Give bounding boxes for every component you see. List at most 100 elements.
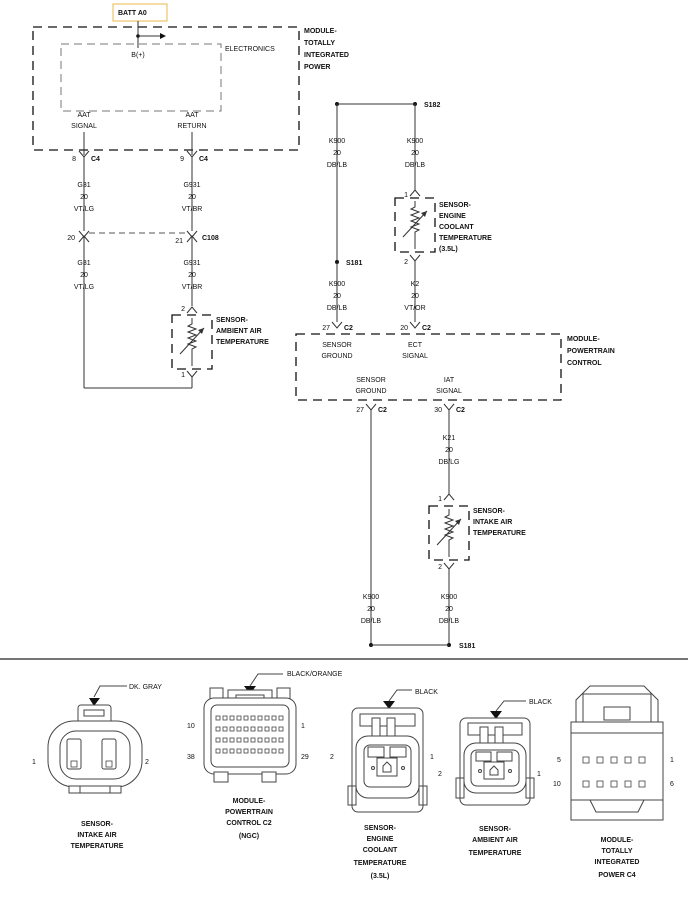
g931-a-line2: 20	[188, 194, 196, 201]
tipm-title-4: POWER	[304, 64, 330, 71]
pcm-iat-signal-2: SIGNAL	[436, 388, 462, 395]
connector-pin	[250, 748, 256, 754]
c108-left-pin: 20	[67, 235, 75, 242]
conn-tipm-pin-top-left: 5	[557, 757, 561, 764]
arrow-right-icon	[160, 33, 166, 39]
connector-pin	[222, 748, 228, 754]
pcm-sensor-ground-bot-2: GROUND	[355, 388, 386, 395]
conn-ect-caption-3: COOLANT	[363, 847, 398, 854]
conn-ect-caption-1: SENSOR-	[364, 825, 397, 832]
k900-mid-1: K900	[329, 281, 345, 288]
bplus-label: B(+)	[131, 52, 144, 59]
connector-pin	[271, 726, 277, 732]
conn-aat-caption-2: AMBIENT AIR	[472, 837, 518, 844]
iat-sensor-bot-pin: 2	[438, 564, 442, 571]
connector-pin	[236, 748, 242, 754]
conn-ect-caption-4: TEMPERATURE	[354, 860, 407, 867]
connector-pin	[638, 780, 646, 788]
connector-pin	[582, 756, 590, 764]
iat-sensor-top-pin: 1	[438, 496, 442, 503]
k2-2: 20	[411, 293, 419, 300]
conn-pcm-pin-top-left: 10	[187, 723, 195, 730]
conn-iat-right-pin: 2	[145, 759, 149, 766]
connector-pin	[257, 726, 263, 732]
connector-pin	[264, 715, 270, 721]
pcm-bot-right-pin: 30	[434, 407, 442, 414]
k900-top-right-3: DB/LB	[405, 162, 426, 169]
connector-view-iat	[47, 685, 143, 794]
arrow-down-icon	[383, 701, 395, 709]
c4-left-conn: C4	[91, 156, 100, 163]
ambient-air-temp-sensor-symbol	[171, 306, 213, 388]
batt-label-box	[112, 3, 168, 22]
connector-pin	[236, 715, 242, 721]
connector-pin	[624, 780, 632, 788]
k21-2: 20	[445, 447, 453, 454]
tipm-title-2: TOTALLY	[304, 40, 335, 47]
connector-pin	[257, 715, 263, 721]
conn-aat-caption-1: SENSOR-	[479, 826, 512, 833]
aat-sensor-title-3: TEMPERATURE	[216, 339, 269, 346]
pcm-bot-right-conn: C2	[456, 407, 465, 414]
g31-a-line3: VT/LG	[74, 206, 94, 213]
connector-pin	[271, 737, 277, 743]
pcm-ect-signal-1: ECT	[408, 342, 423, 349]
connector-pin	[222, 726, 228, 732]
connector-pin	[596, 780, 604, 788]
k2-3: VT/OR	[404, 305, 425, 312]
connector-view-pcm-c2	[203, 673, 297, 783]
c4-right-conn: C4	[199, 156, 208, 163]
conn-pcm-caption-3: CONTROL C2	[226, 820, 271, 827]
aat-signal-label-2: SIGNAL	[71, 123, 97, 130]
aat-return-label-2: RETURN	[177, 123, 206, 130]
ect-sensor-symbol	[394, 189, 436, 262]
conn-aat-left-pin: 2	[438, 771, 442, 778]
electronics-label: ELECTRONICS	[225, 46, 275, 53]
g931-a-line1: G931	[183, 182, 200, 189]
connector-pin	[582, 780, 590, 788]
pcm-title-1: MODULE-	[567, 336, 600, 343]
conn-ect-caption-5: (3.5L)	[371, 873, 390, 880]
aat-sensor-top-pin: 2	[181, 306, 185, 313]
connector-pin	[215, 748, 221, 754]
ect-sensor-title-5: (3.5L)	[439, 246, 458, 253]
connector-pin	[222, 715, 228, 721]
k900-top-left-1: K900	[329, 138, 345, 145]
pcm-sensor-ground-top-2: GROUND	[321, 353, 352, 360]
k900-top-left-2: 20	[333, 150, 341, 157]
pcm-title-3: CONTROL	[567, 360, 602, 367]
connector-pin	[610, 780, 618, 788]
connector-pin	[278, 748, 284, 754]
aat-sensor-bot-pin: 1	[181, 372, 185, 379]
s182-label: S182	[424, 102, 440, 109]
connector-pin	[610, 756, 618, 764]
conn-aat-caption-3: TEMPERATURE	[469, 850, 522, 857]
conn-tipm-caption-4: POWER C4	[598, 872, 635, 879]
connector-pin	[278, 737, 284, 743]
connector-view-tipm-c4	[570, 685, 664, 821]
c4-left-pin: 8	[72, 156, 76, 163]
connector-pin	[257, 737, 263, 743]
pcm-top-left-conn: C2	[344, 325, 353, 332]
connector-pin	[222, 737, 228, 743]
k900-bot-left-1: K900	[363, 594, 379, 601]
conn-tipm-caption-2: TOTALLY	[602, 848, 633, 855]
k900-mid-3: DB/LB	[327, 305, 348, 312]
k900-bot-left-2: 20	[367, 606, 375, 613]
g31-b-line1: G31	[77, 260, 90, 267]
conn-tipm-pin-top-right: 1	[670, 757, 674, 764]
k900-mid-2: 20	[333, 293, 341, 300]
g931-a-line3: VT/BR	[182, 206, 203, 213]
connector-pin	[229, 748, 235, 754]
connector-pin	[257, 748, 263, 754]
conn-tipm-caption-1: MODULE-	[601, 837, 634, 844]
pcm-bot-left-pin: 27	[356, 407, 364, 414]
pcm-ect-signal-2: SIGNAL	[402, 353, 428, 360]
pcm-iat-signal-1: IAT	[444, 377, 455, 384]
pcm-sensor-ground-bot-1: SENSOR	[356, 377, 386, 384]
connector-view-aat	[455, 700, 535, 806]
conn-iat-caption-2: INTAKE AIR	[77, 832, 116, 839]
connector-pin	[229, 726, 235, 732]
g931-b-line2: 20	[188, 272, 196, 279]
